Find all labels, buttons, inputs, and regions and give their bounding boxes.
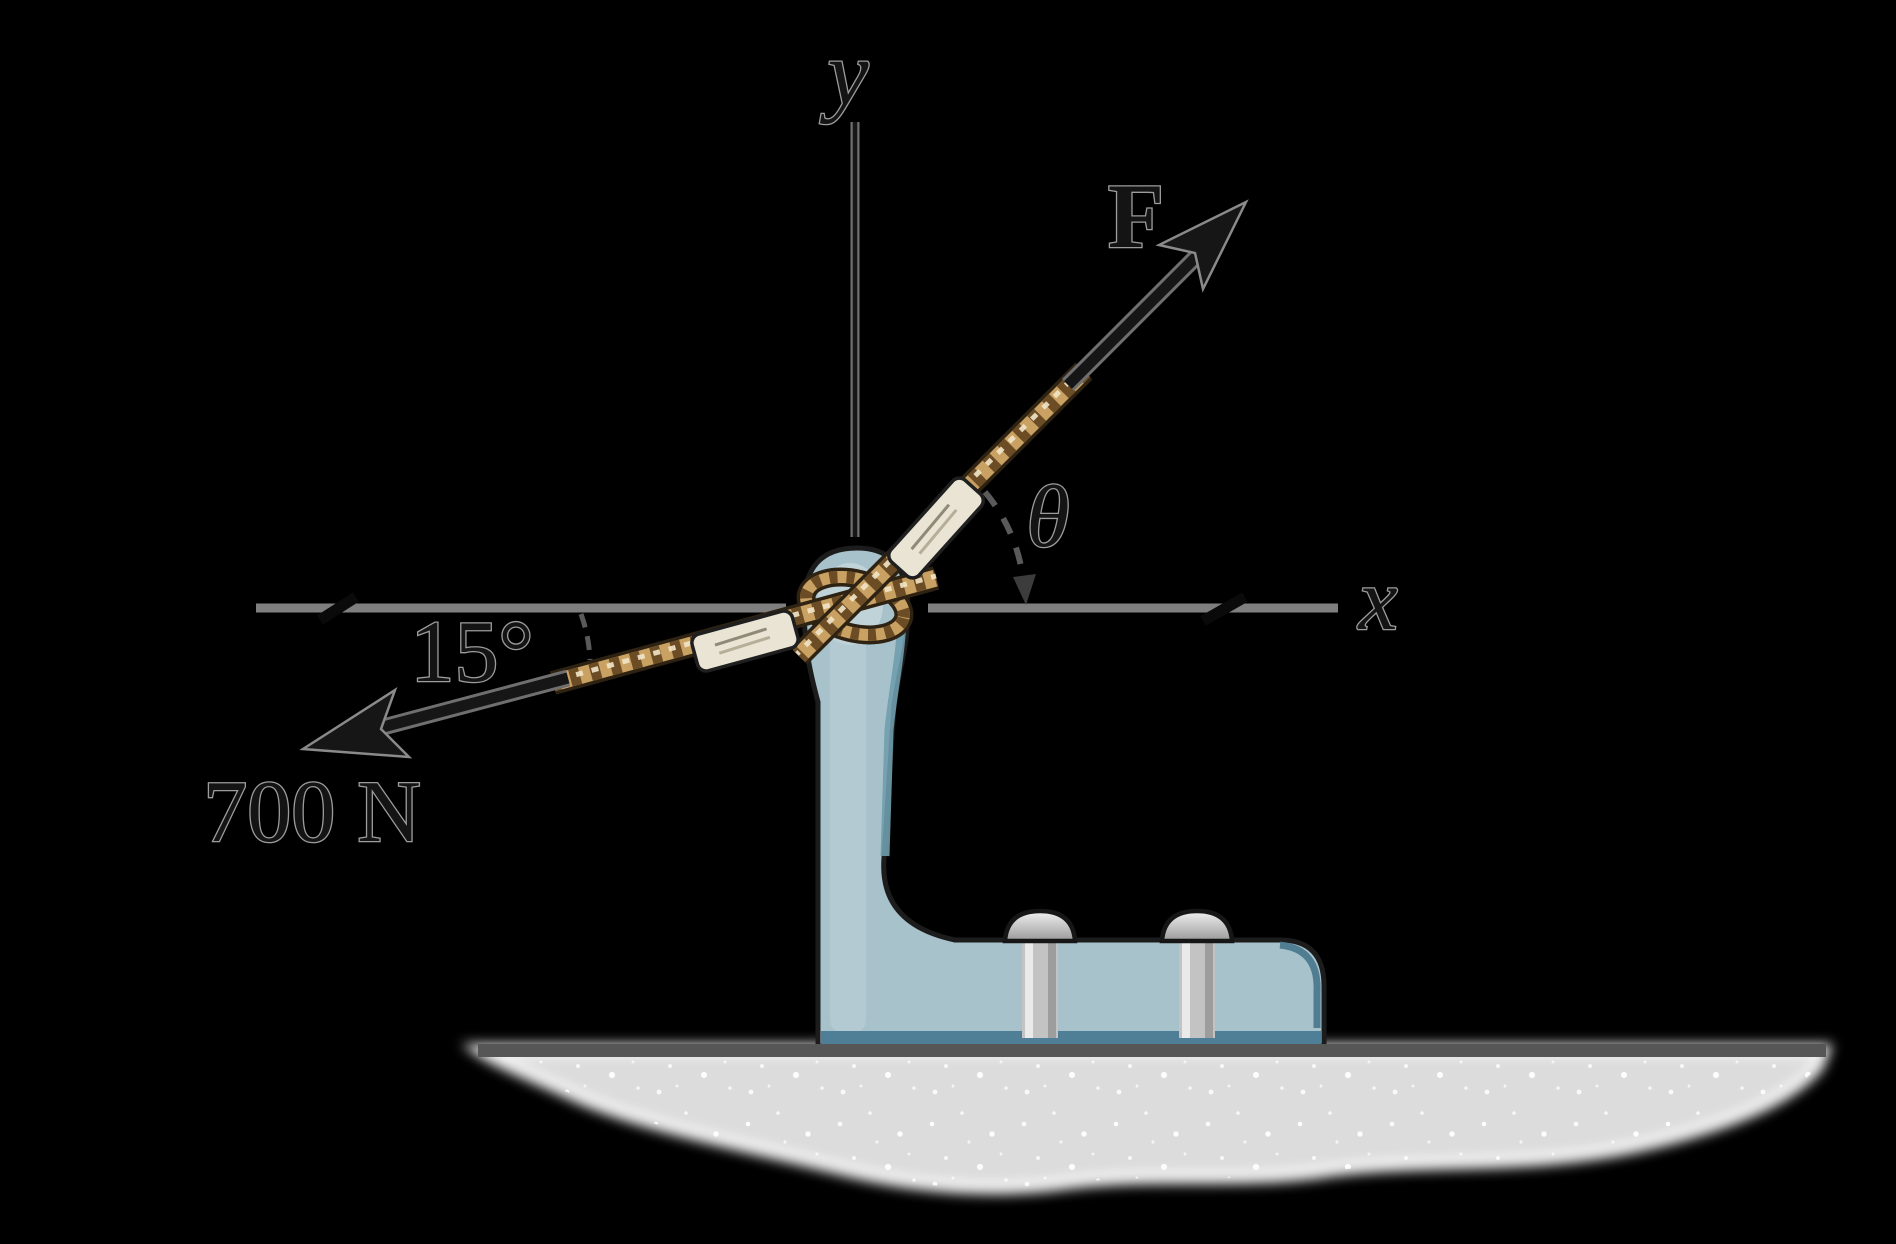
bolt-right-head: [1159, 908, 1235, 944]
turnbuckle-right: [887, 476, 985, 580]
bolt-left-shank-highlight: [1025, 941, 1033, 1038]
axis-cut-marks: [317, 592, 1248, 626]
ground-speckles: [480, 1050, 1824, 1189]
arrow-700n-shaft: [370, 672, 570, 736]
turnbuckle-right-slot: [910, 503, 951, 551]
turnbuckle-right-slot2: [918, 508, 958, 555]
theta-angle-arc: [982, 490, 1036, 605]
turnbuckle-left-slot: [714, 627, 768, 647]
turnbuckle-left-slot2: [718, 635, 771, 655]
ground-surface-line: [478, 1044, 1826, 1057]
rope-right-sheen: [795, 367, 1084, 656]
theta-arc-dashed: [982, 490, 1027, 589]
bolt-left: [1002, 908, 1078, 1038]
bolt-left-head: [1002, 908, 1078, 944]
axis-cut-mark-right: [1200, 592, 1248, 626]
rope-loop-twist: [800, 571, 910, 641]
angle-15-tick: [578, 613, 593, 661]
rope-left-twist: [550, 569, 939, 692]
bolt-left-shank-shadow: [1048, 941, 1056, 1038]
arrow-f: [1061, 199, 1249, 392]
bracket-body: [801, 545, 1327, 1049]
arrow-700n-head: [299, 686, 413, 759]
turnbuckle-left-body: [690, 609, 800, 673]
bracket: [801, 545, 1327, 1049]
label-force-f: F: [1108, 165, 1164, 267]
turnbuckle-right-body: [887, 476, 985, 580]
arrow-700n: [299, 669, 571, 759]
axis-cut-mark-left: [317, 592, 359, 625]
label-theta: θ: [1026, 469, 1069, 566]
label-x-axis: x: [1356, 552, 1397, 649]
turnbuckle-left: [690, 609, 800, 673]
arrow-f-shaft: [1064, 251, 1202, 389]
ground: [461, 1044, 1833, 1195]
theta-arc-arrowhead: [1013, 574, 1036, 605]
rope-right-twist: [792, 364, 1091, 663]
label-angle-15: 15°: [410, 604, 533, 701]
arrow-f-head: [1155, 199, 1249, 293]
bolt-right-shank-shadow: [1205, 941, 1213, 1038]
coordinate-axes: [256, 122, 1338, 613]
bolt-right-shank-highlight: [1182, 941, 1190, 1038]
anchor-bolts: [1002, 908, 1235, 1038]
bolt-right: [1159, 908, 1235, 1038]
base-corner-accent: [1279, 941, 1321, 1028]
label-force-700n: 700 N: [203, 764, 421, 861]
labels: y x F θ 15° 700 N: [202, 21, 1399, 863]
post-highlight: [830, 615, 866, 1035]
label-y-axis: y: [820, 22, 869, 124]
base-bottom-strip: [821, 1031, 1321, 1044]
